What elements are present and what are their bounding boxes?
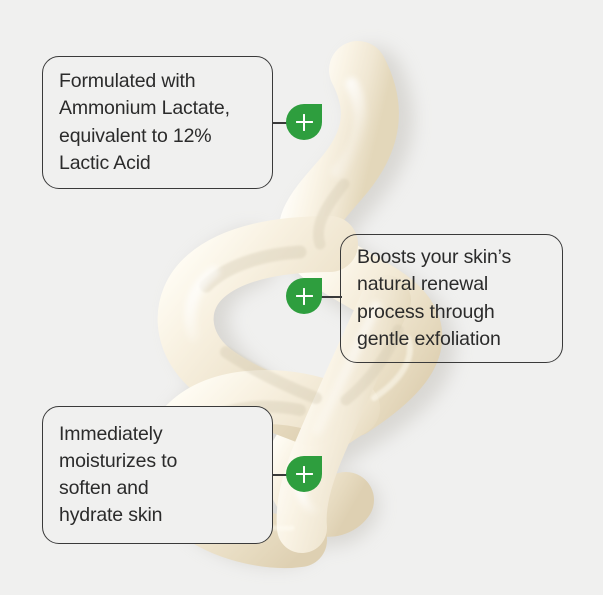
plus-icon-badge-1[interactable] bbox=[286, 104, 322, 140]
callout-box-moisturize: Immediately moisturizes to soften and hy… bbox=[42, 406, 273, 544]
plus-icon-badge-2[interactable] bbox=[286, 278, 322, 314]
plus-icon bbox=[295, 287, 313, 305]
callout-text-formulation: Formulated with Ammonium Lactate, equiva… bbox=[59, 70, 230, 174]
plus-icon bbox=[295, 465, 313, 483]
callout-text-moisturize: Immediately moisturizes to soften and hy… bbox=[59, 422, 178, 527]
plus-icon bbox=[295, 113, 313, 131]
callout-text-renewal: Boosts your skin’s natural renewal proce… bbox=[357, 246, 512, 350]
callout-box-renewal: Boosts your skin’s natural renewal proce… bbox=[340, 234, 563, 363]
plus-icon-badge-3[interactable] bbox=[286, 456, 322, 492]
callout-box-formulation: Formulated with Ammonium Lactate, equiva… bbox=[42, 56, 273, 189]
